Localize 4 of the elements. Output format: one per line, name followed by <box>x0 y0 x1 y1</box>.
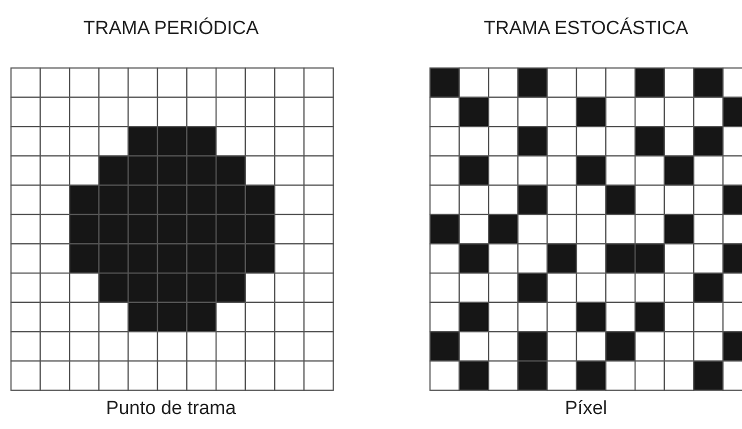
panel-caption: Punto de trama <box>106 398 236 420</box>
panel-caption: Píxel <box>564 398 608 420</box>
panel-title: TRAMA ESTOCÁSTICA <box>484 18 688 40</box>
panel-title: TRAMA PERIÓDICA <box>83 18 259 40</box>
